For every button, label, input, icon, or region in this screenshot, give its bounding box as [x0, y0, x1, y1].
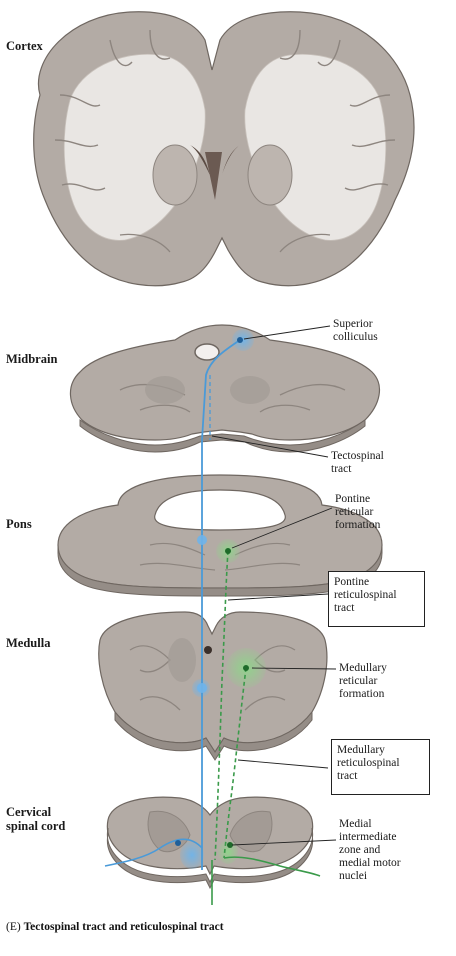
label-medullary-reticular-formation: Medullary reticular formation — [339, 662, 387, 700]
label-superior-colliculus: Superior colliculus — [333, 318, 378, 343]
caption-prefix: (E) — [6, 921, 21, 933]
level-label-midbrain: Midbrain — [6, 352, 58, 366]
label-medullary-reticulospinal-tract: Medullary reticulospinal tract — [331, 739, 430, 795]
pons-section — [57, 474, 383, 597]
tectospinal-tract-path — [104, 337, 243, 870]
level-label-pons: Pons — [6, 517, 32, 531]
medulla-section — [98, 611, 328, 761]
level-label-cortex: Cortex — [6, 39, 43, 53]
leader-lines — [211, 325, 337, 846]
caption-title: Tectospinal tract and reticulospinal tra… — [23, 921, 224, 933]
midbrain-section — [69, 324, 381, 453]
label-pontine-reticular-formation: Pontine reticular formation — [335, 493, 381, 531]
cortex-section — [33, 11, 415, 287]
label-tectospinal-tract: Tectospinal tract — [331, 450, 384, 475]
reticulospinal-tract-path — [211, 548, 321, 905]
label-medial-intermediate-zone: Medial intermediate zone and medial moto… — [339, 818, 401, 882]
level-label-cervical-spinal-cord: Cervical spinal cord — [6, 805, 66, 833]
label-pontine-reticulospinal-tract: Pontine reticulospinal tract — [328, 571, 425, 627]
figure-caption: (E) Tectospinal tract and reticulospinal… — [6, 921, 224, 933]
level-label-medulla: Medulla — [6, 636, 51, 650]
